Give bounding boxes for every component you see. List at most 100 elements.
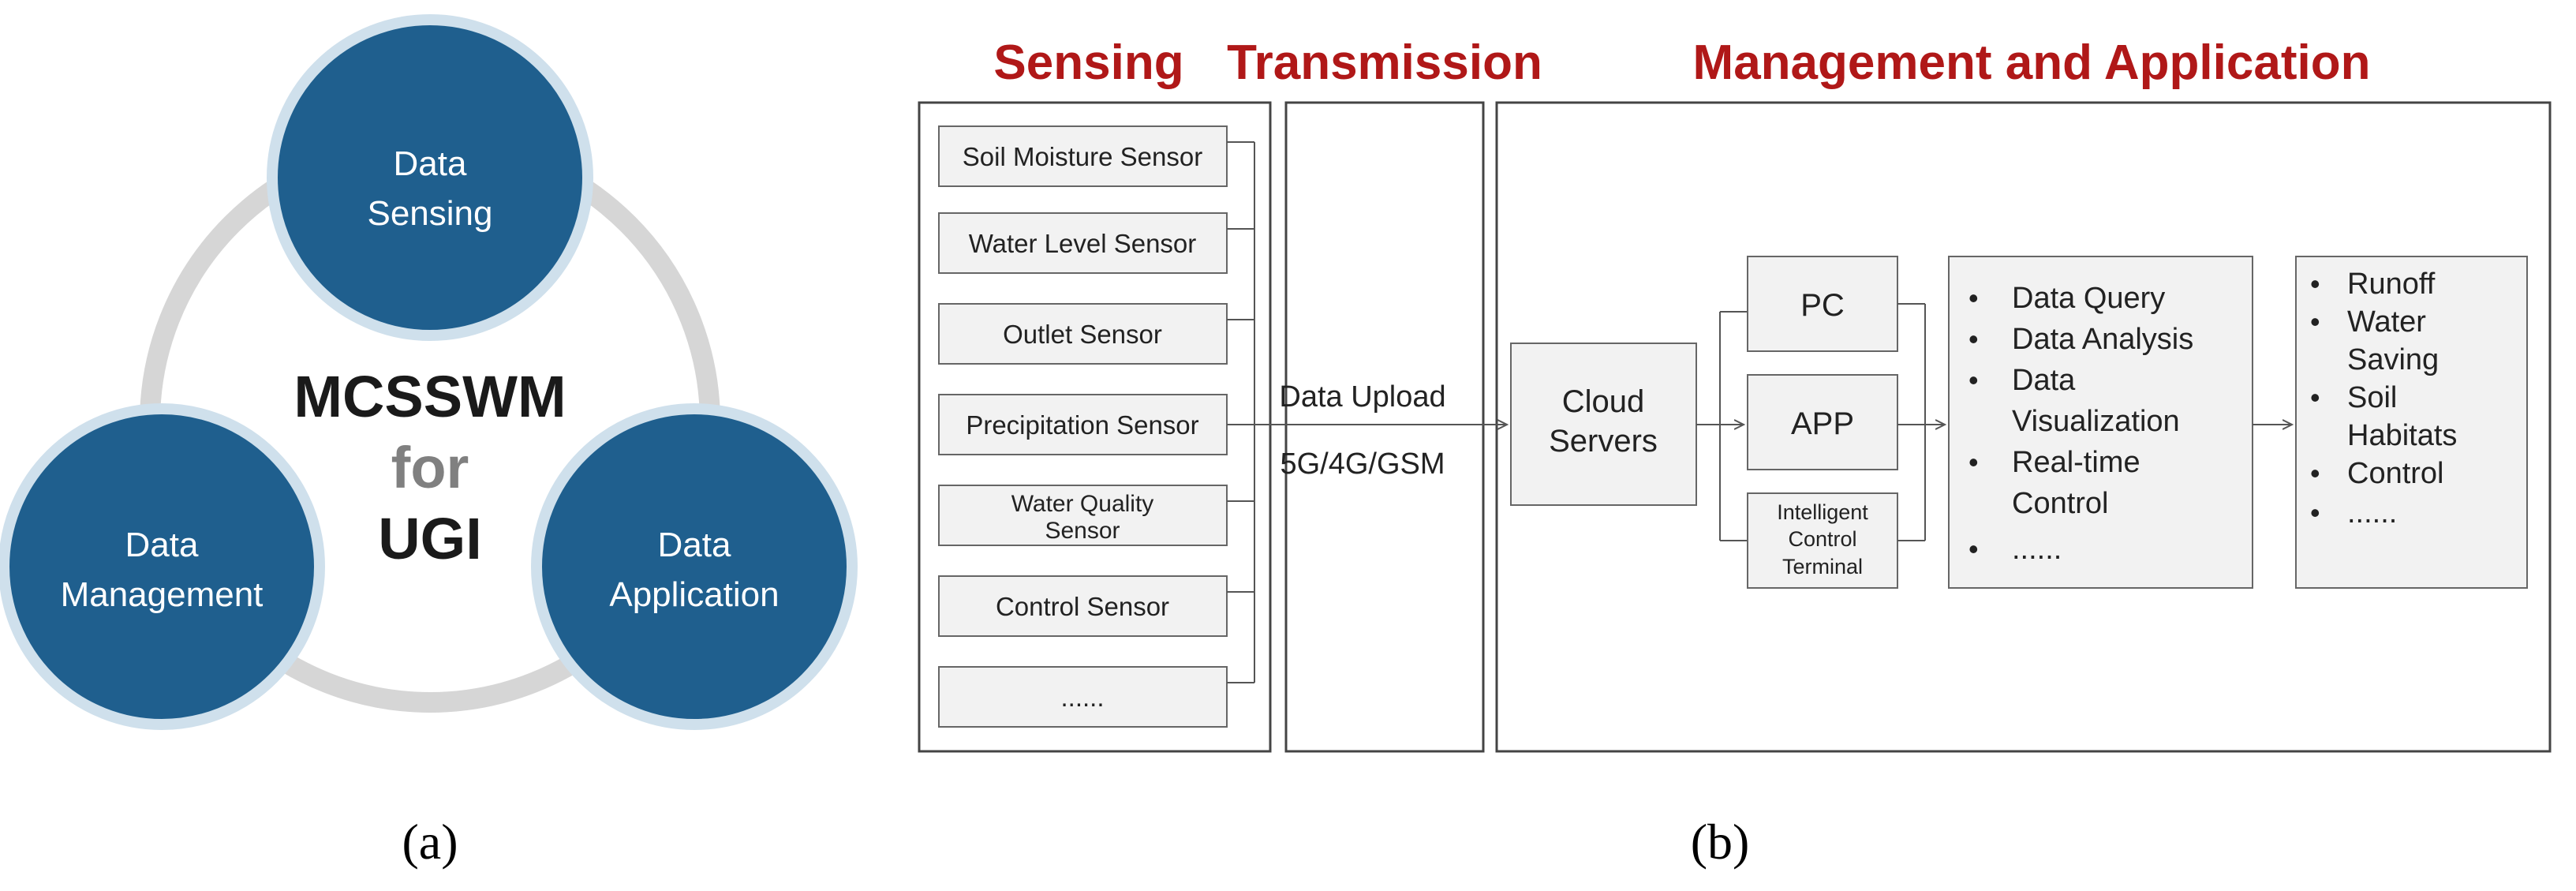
sensor-item: Soil Moisture Sensor — [938, 125, 1228, 187]
application-label-line1: Soil — [2347, 381, 2397, 414]
cloud-servers-line1: Cloud — [1562, 384, 1645, 419]
terminal-function-connectors — [1897, 303, 1945, 541]
bullet-icon: • — [1968, 533, 1979, 565]
terminal-pc-label: PC — [1800, 288, 1845, 323]
bullet-icon: • — [1968, 364, 1979, 396]
function-item: • Data Query — [1968, 282, 2165, 315]
application-label: Runoff — [2347, 268, 2436, 301]
sensor-label: Soil Moisture Sensor — [963, 142, 1202, 171]
terminal-pc-box — [1747, 256, 1898, 352]
circle-left-line1: Data — [125, 526, 199, 564]
circle-top-line1: Data — [394, 144, 467, 183]
sensor-box — [938, 485, 1228, 546]
sensor-item: Water Quality Sensor — [938, 485, 1228, 546]
sensor-label: Outlet Sensor — [1003, 320, 1162, 349]
applications-box — [2295, 256, 2528, 589]
cloud-servers-line2: Servers — [1549, 424, 1658, 459]
application-item: • Soil Habitats — [2310, 381, 2457, 452]
function-label-line1: Real-time — [2012, 446, 2140, 479]
sensor-box — [938, 303, 1228, 365]
application-label-line2: Habitats — [2347, 419, 2457, 452]
sensor-bus — [1227, 141, 1507, 683]
caption-a: (a) — [402, 814, 458, 870]
terminal-ict-line1: Intelligent — [1777, 500, 1868, 524]
terminal-ict-box — [1747, 492, 1898, 589]
function-label-line1: Data — [2012, 364, 2076, 397]
center-title-for: for — [391, 435, 469, 500]
application-item: • Control — [2310, 457, 2444, 490]
transmission-data-upload: Data Upload — [1279, 380, 1445, 414]
circle-left-line2: Management — [61, 575, 264, 614]
terminal-ict-line3: Terminal — [1782, 555, 1863, 578]
terminal-ict-line2: Control — [1788, 527, 1856, 551]
header-sensing: Sensing — [993, 36, 1183, 90]
sensor-label-line2: Sensor — [1045, 518, 1120, 544]
circle-top-line2: Sensing — [367, 194, 492, 233]
application-item: • ...... — [2310, 496, 2397, 530]
sensor-item: Water Level Sensor — [938, 212, 1228, 274]
center-title-mcsswm: MCSSWM — [293, 364, 566, 429]
sensor-label: Precipitation Sensor — [966, 410, 1198, 440]
function-item: • Data Analysis — [1968, 323, 2193, 356]
bullet-icon: • — [1968, 323, 1979, 355]
terminal-app: APP — [1747, 374, 1898, 470]
applications-panel: • Runoff • Water Saving • Soil Habitats … — [2295, 256, 2528, 589]
terminal-pc: PC — [1747, 256, 1898, 352]
sensor-box — [938, 212, 1228, 274]
sensor-item: Precipitation Sensor — [938, 394, 1228, 455]
circle-data-sensing: Data Sensing — [267, 14, 593, 341]
functions-panel: • Data Query • Data Analysis • Data Visu… — [1948, 256, 2253, 589]
sensor-label: ...... — [1060, 683, 1104, 712]
bullet-icon: • — [2310, 457, 2320, 489]
sensor-label-line1: Water Quality — [1011, 491, 1154, 517]
function-item: • Real-time Control — [1968, 446, 2140, 520]
functions-box — [1948, 256, 2253, 589]
bullet-icon: • — [1968, 282, 1979, 314]
sensor-box — [938, 666, 1228, 728]
sensor-label: Control Sensor — [996, 592, 1169, 621]
application-label-line1: Water — [2347, 305, 2426, 339]
function-label: Data Query — [2012, 282, 2165, 315]
panel-b: Sensing Transmission Management and Appl… — [918, 36, 2552, 870]
header-transmission: Transmission — [1227, 36, 1542, 90]
circle-right-line1: Data — [658, 526, 731, 564]
function-item: • Data Visualization — [1968, 364, 2180, 438]
terminal-app-box — [1747, 374, 1898, 470]
sensor-item: ...... — [938, 666, 1228, 728]
transmission-section-frame — [1284, 101, 1485, 753]
sensor-box — [938, 394, 1228, 455]
circle-left-shape — [0, 403, 325, 730]
function-label: ...... — [2012, 533, 2062, 566]
cloud-servers-box — [1510, 343, 1697, 506]
caption-b: (b) — [1691, 814, 1750, 870]
sensor-item: Control Sensor — [938, 575, 1228, 637]
function-label-line2: Control — [2012, 487, 2109, 520]
sensor-list: Soil Moisture Sensor Water Level Sensor … — [938, 125, 1228, 728]
application-label: Control — [2347, 457, 2444, 490]
bullet-icon: • — [2310, 305, 2320, 338]
circle-top-shape — [267, 14, 593, 341]
bullet-icon: • — [2310, 268, 2320, 300]
center-title-ugi: UGI — [378, 506, 482, 571]
function-item: • ...... — [1968, 533, 2062, 566]
function-label: Data Analysis — [2012, 323, 2193, 356]
panel-a: Data Sensing Data Management Data Applic… — [0, 14, 858, 870]
application-item: • Water Saving — [2310, 305, 2439, 376]
terminal-intelligent-control: Intelligent Control Terminal — [1747, 492, 1898, 589]
bullet-icon: • — [1968, 446, 1979, 478]
cloud-servers: Cloud Servers — [1510, 343, 1697, 506]
application-item: • Runoff — [2310, 268, 2436, 301]
application-label: ...... — [2347, 496, 2397, 530]
header-management: Management and Application — [1693, 36, 2371, 90]
sensor-label: Water Level Sensor — [969, 229, 1197, 258]
cloud-terminal-connectors — [1696, 311, 1748, 541]
circle-data-management: Data Management — [0, 403, 325, 730]
circle-data-application: Data Application — [531, 403, 858, 730]
transmission-network: 5G/4G/GSM — [1280, 447, 1445, 481]
circle-right-shape — [531, 403, 858, 730]
application-label-line2: Saving — [2347, 343, 2439, 376]
bullet-icon: • — [2310, 381, 2320, 414]
function-label-line2: Visualization — [2012, 405, 2180, 438]
terminal-app-label: APP — [1791, 406, 1854, 441]
